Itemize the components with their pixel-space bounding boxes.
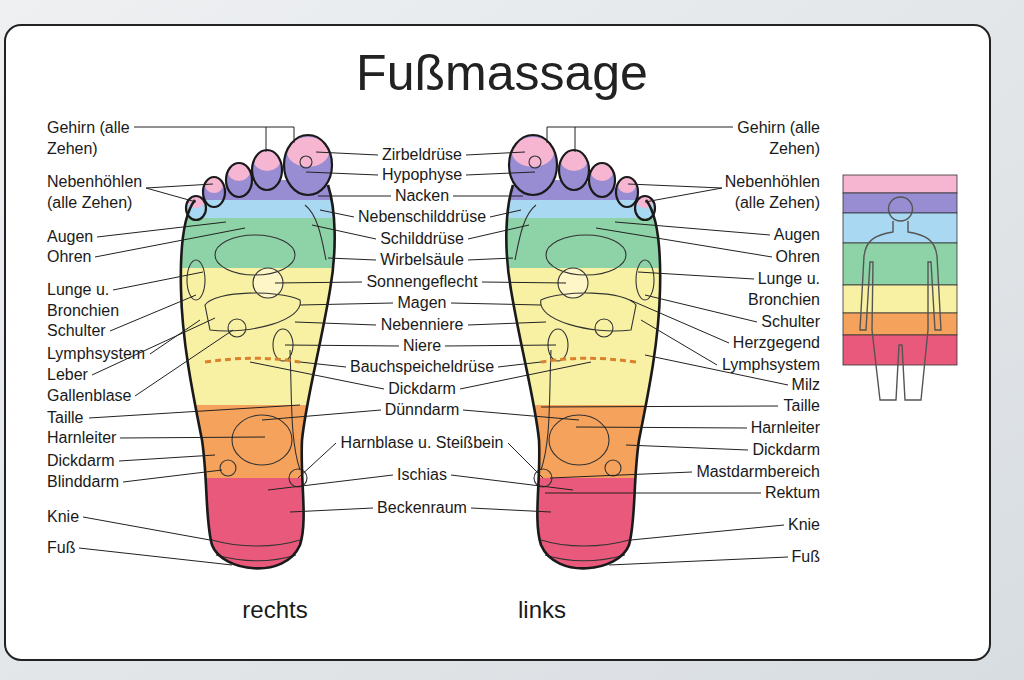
- zone-label: Leber: [47, 365, 88, 385]
- body-silhouette: [860, 221, 941, 400]
- zone-label: Ohren: [776, 247, 820, 267]
- zone-label: Nebenhöhlen (alle Zehen): [710, 171, 820, 213]
- zone-label: Dickdarm: [47, 451, 115, 471]
- zone-swatch: [843, 243, 957, 285]
- zone-label: Niere: [403, 336, 441, 356]
- zone-label: Gehirn (alle Zehen): [47, 117, 147, 159]
- right-foot: [170, 120, 350, 590]
- left-foot: [491, 120, 671, 590]
- leader-lines: [79, 127, 788, 565]
- zone-label: Taille: [784, 396, 820, 416]
- zone-label: Schulter: [47, 321, 106, 341]
- zone-label: Dünndarm: [385, 400, 460, 420]
- zone-label: Lymphsystem: [722, 355, 820, 375]
- zone-label: Schulter: [761, 312, 820, 332]
- zone-label: Nebenniere: [381, 315, 464, 335]
- card-frame: [5, 25, 990, 660]
- zone-label: Magen: [398, 293, 447, 313]
- zone-label: Gehirn (alle Zehen): [720, 117, 820, 159]
- zone-label: Wirbelsäule: [380, 250, 464, 270]
- zone-label: Lunge u. Bronchien: [730, 268, 820, 310]
- zone-label: Blinddarm: [47, 472, 119, 492]
- zone-label: Bauchspeicheldrüse: [350, 357, 494, 377]
- zone-label: Beckenraum: [377, 498, 467, 518]
- zone-label: Schilddrüse: [380, 229, 464, 249]
- zone-label: Milz: [792, 375, 820, 395]
- zone-strip: [843, 175, 957, 365]
- zone-label: Ohren: [47, 247, 91, 267]
- zone-label: Sonnengeflecht: [366, 272, 477, 292]
- zone-label: Fuß: [792, 547, 820, 567]
- foot-side-label: links: [518, 597, 566, 623]
- zone-label: Fuß: [47, 538, 75, 558]
- zone-label: Rektum: [765, 483, 820, 503]
- zone-label: Nacken: [395, 186, 449, 206]
- zone-swatch: [843, 335, 957, 365]
- zone-label: Hypophyse: [382, 165, 462, 185]
- zone-label: Augen: [774, 225, 820, 245]
- zone-label: Harnleiter: [47, 428, 116, 448]
- zone-label: Herzgegend: [733, 333, 820, 353]
- zone-swatch: [843, 213, 957, 243]
- zone-label: Taille: [47, 408, 83, 428]
- zone-label: Dickdarm: [752, 440, 820, 460]
- zone-label: Nebenhöhlen (alle Zehen): [47, 171, 157, 213]
- zone-label: Harnleiter: [751, 418, 820, 438]
- zone-swatch: [843, 193, 957, 213]
- zone-label: Lymphsystem: [47, 344, 145, 364]
- zone-label: Knie: [47, 507, 79, 527]
- zone-label: Mastdarmbereich: [696, 462, 820, 482]
- zone-label: Ischias: [397, 465, 447, 485]
- chart-title: Fußmassage: [356, 45, 648, 101]
- zone-label: Gallenblase: [47, 386, 132, 406]
- zone-label: Nebenschilddrüse: [358, 207, 486, 227]
- zone-label: Zirbeldrüse: [382, 145, 462, 165]
- zone-label: Dickdarm: [388, 379, 456, 399]
- zone-label: Harnblase u. Steißbein: [341, 433, 504, 453]
- foot-side-label: rechts: [242, 597, 307, 623]
- zone-label: Lunge u. Bronchien: [47, 279, 137, 321]
- zone-label: Augen: [47, 227, 93, 247]
- zone-label: Knie: [788, 515, 820, 535]
- body-silhouette: [889, 197, 913, 221]
- zone-swatch: [843, 175, 957, 193]
